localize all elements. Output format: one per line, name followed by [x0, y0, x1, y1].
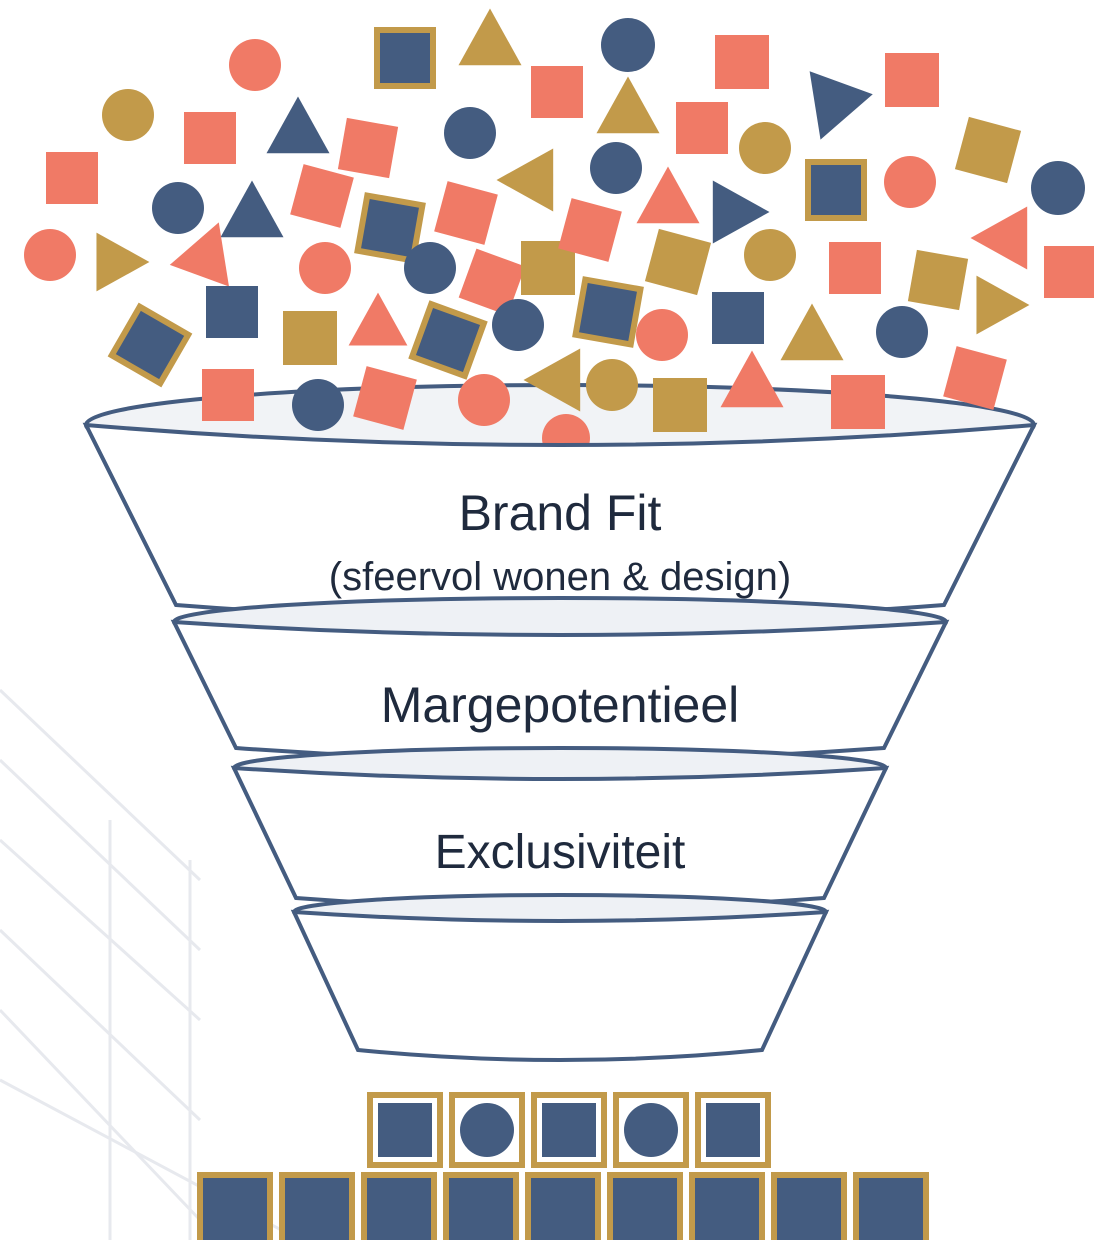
input-square: [676, 102, 728, 154]
input-circle: [458, 374, 510, 426]
input-circle: [24, 229, 76, 281]
input-square: [943, 346, 1007, 410]
output-circle: [460, 1103, 514, 1157]
input-square: [644, 228, 712, 296]
input-triangle: [348, 292, 408, 346]
input-framed-square: [374, 27, 436, 89]
input-triangle: [636, 166, 700, 224]
stage-3-title: Exclusiviteit: [435, 826, 686, 879]
input-circle: [229, 39, 281, 91]
input-square: [458, 248, 526, 316]
input-triangle: [976, 275, 1030, 335]
input-framed-square: [107, 302, 193, 388]
output-square: [443, 1172, 519, 1240]
input-triangle: [809, 71, 873, 140]
grid-line: [0, 838, 202, 1022]
output-square: [706, 1103, 760, 1157]
input-circle: [152, 182, 204, 234]
input-square: [1044, 246, 1094, 298]
stage-1-subtitle: (sfeervol wonen & design): [329, 555, 791, 599]
input-square: [885, 53, 939, 107]
input-circle: [292, 379, 344, 431]
input-triangle: [496, 148, 554, 212]
input-triangle: [220, 180, 284, 238]
input-triangle: [596, 76, 660, 134]
output-square: [361, 1172, 437, 1240]
output-square: [279, 1172, 355, 1240]
input-framed-square: [572, 276, 644, 348]
input-triangle: [169, 222, 229, 287]
output-square: [542, 1103, 596, 1157]
input-square: [558, 198, 622, 262]
output-circle: [624, 1103, 678, 1157]
input-circle: [299, 242, 351, 294]
input-triangle: [780, 303, 844, 361]
output-square: [525, 1172, 601, 1240]
input-square: [715, 35, 769, 89]
input-circle: [102, 89, 154, 141]
input-triangle: [96, 232, 150, 292]
input-circle: [492, 299, 544, 351]
input-square: [954, 116, 1022, 184]
grid-line: [0, 688, 202, 882]
output-square: [197, 1172, 273, 1240]
input-square: [206, 286, 258, 338]
input-square: [290, 164, 354, 228]
input-circle: [636, 309, 688, 361]
input-circle: [884, 156, 936, 208]
input-square: [653, 378, 707, 432]
input-circle: [586, 359, 638, 411]
input-square: [434, 181, 498, 245]
output-square: [378, 1103, 432, 1157]
input-circle: [744, 229, 796, 281]
input-circle: [1031, 161, 1085, 215]
input-triangle: [720, 350, 784, 408]
input-triangle: [458, 8, 522, 66]
grid-line: [0, 758, 202, 952]
input-framed-square: [408, 300, 488, 380]
input-square: [829, 242, 881, 294]
input-triangle: [712, 180, 770, 244]
input-square: [337, 117, 399, 179]
input-triangle: [266, 96, 330, 154]
input-framed-square: [354, 192, 426, 264]
input-circle: [444, 107, 496, 159]
output-shapes: [197, 1092, 929, 1240]
input-square: [531, 66, 583, 118]
input-circle: [739, 122, 791, 174]
input-framed-square: [805, 159, 867, 221]
input-square: [831, 375, 885, 429]
input-square: [283, 311, 337, 365]
funnel: [82, 422, 1038, 1062]
input-square: [907, 249, 969, 311]
output-square: [689, 1172, 765, 1240]
stage-1-title: Brand Fit: [459, 485, 662, 541]
input-square: [353, 366, 417, 430]
input-circle: [404, 242, 456, 294]
input-circle: [876, 306, 928, 358]
stage-2-title: Margepotentieel: [381, 677, 740, 733]
output-square: [607, 1172, 683, 1240]
input-square: [184, 112, 236, 164]
input-shapes: [24, 8, 1094, 462]
grid-line: [0, 1008, 202, 1222]
input-circle: [590, 142, 642, 194]
input-square: [202, 369, 254, 421]
grid-line: [0, 928, 202, 1122]
output-square: [771, 1172, 847, 1240]
input-circle: [601, 18, 655, 72]
background-grid: [0, 688, 301, 1240]
stage-4-body: [290, 909, 830, 1062]
input-triangle: [523, 348, 581, 412]
input-square: [46, 152, 98, 204]
input-square: [712, 292, 764, 344]
input-triangle: [970, 206, 1028, 270]
output-square: [853, 1172, 929, 1240]
